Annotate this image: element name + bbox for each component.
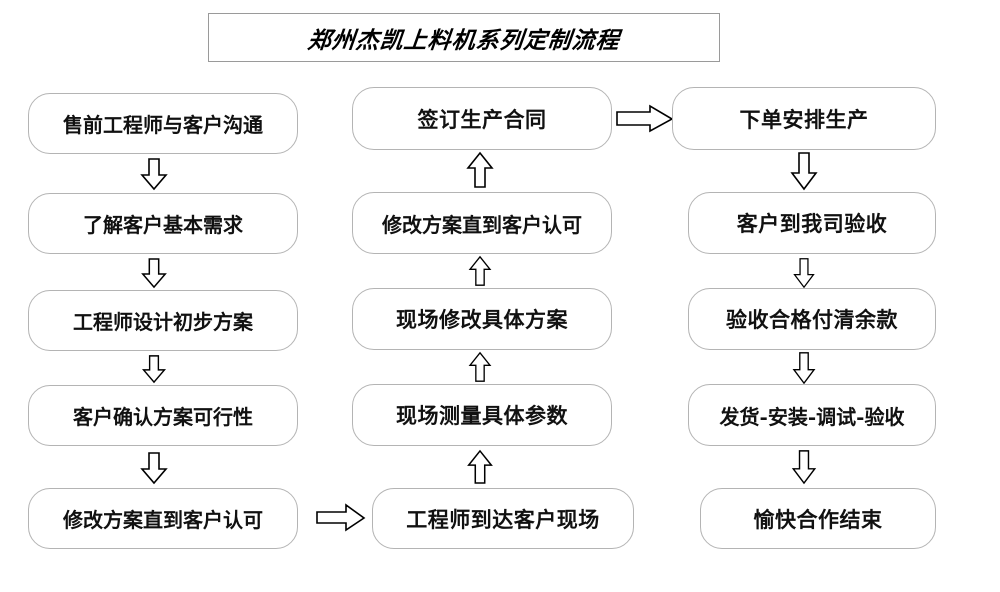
diagram-title-box: 郑州杰凯上料机系列定制流程	[208, 13, 720, 62]
node-label: 工程师到达客户现场	[406, 506, 600, 532]
node-label: 客户到我司验收	[736, 211, 888, 236]
node-label: 工程师设计初步方案	[73, 310, 253, 334]
arrow-up-c2n5-c2n4	[466, 449, 494, 484]
node-sign-production-contract[interactable]: 签订生产合同	[352, 87, 612, 150]
node-pay-balance-after-acceptance[interactable]: 验收合格付清余款	[688, 288, 936, 350]
node-place-order-arrange-production[interactable]: 下单安排生产	[672, 87, 936, 150]
arrow-down-c1n4-c1n5	[140, 452, 168, 485]
arrow-down-c1n3-c1n4	[140, 355, 168, 384]
node-on-site-measure-parameters[interactable]: 现场测量具体参数	[352, 384, 612, 446]
node-label: 验收合格付清余款	[726, 307, 898, 332]
arrow-down-c3n4-c3n5	[790, 450, 818, 485]
node-label: 售前工程师与客户沟通	[63, 113, 263, 137]
node-pre-sales-communication[interactable]: 售前工程师与客户沟通	[28, 93, 298, 154]
node-customer-confirm-feasibility[interactable]: 客户确认方案可行性	[28, 385, 298, 446]
node-ship-install-debug-accept[interactable]: 发货-安装-调试-验收	[688, 384, 936, 446]
arrow-down-c3n2-c3n3	[790, 258, 818, 289]
node-label: 客户确认方案可行性	[73, 405, 253, 429]
node-revise-plan-until-approved-c2[interactable]: 修改方案直到客户认可	[352, 192, 612, 254]
node-label: 发货-安装-调试-验收	[719, 404, 905, 429]
node-happy-cooperation-end[interactable]: 愉快合作结束	[700, 488, 936, 549]
node-engineer-initial-plan[interactable]: 工程师设计初步方案	[28, 290, 298, 351]
node-label: 修改方案直到客户认可	[63, 508, 263, 532]
diagram-title: 郑州杰凯上料机系列定制流程	[306, 26, 622, 54]
node-on-site-revise-plan[interactable]: 现场修改具体方案	[352, 288, 612, 350]
node-label: 了解客户基本需求	[83, 213, 243, 237]
arrow-up-c2n4-c2n3	[466, 351, 494, 382]
node-revise-plan-until-approved-c1[interactable]: 修改方案直到客户认可	[28, 488, 298, 549]
arrow-up-c2n2-c2n1	[466, 151, 494, 188]
node-label: 修改方案直到客户认可	[382, 212, 582, 237]
node-label: 现场修改具体方案	[396, 307, 568, 332]
node-label: 现场测量具体参数	[396, 403, 568, 428]
node-customer-inspection-at-factory[interactable]: 客户到我司验收	[688, 192, 936, 254]
node-label: 愉快合作结束	[753, 506, 883, 532]
arrow-down-c3n1-c3n2	[790, 152, 818, 191]
node-label: 下单安排生产	[739, 106, 869, 132]
node-label: 签订生产合同	[417, 106, 547, 132]
node-understand-basic-needs[interactable]: 了解客户基本需求	[28, 193, 298, 254]
arrow-up-c2n3-c2n2	[466, 255, 494, 286]
arrow-right-c1n5-c2n5	[316, 503, 366, 532]
arrow-down-c1n1-c1n2	[140, 158, 168, 191]
arrow-right-c2n1-c3n1	[616, 104, 674, 133]
arrow-down-c1n2-c1n3	[140, 258, 168, 289]
node-engineer-arrives-on-site[interactable]: 工程师到达客户现场	[372, 488, 634, 549]
arrow-down-c3n3-c3n4	[790, 352, 818, 385]
